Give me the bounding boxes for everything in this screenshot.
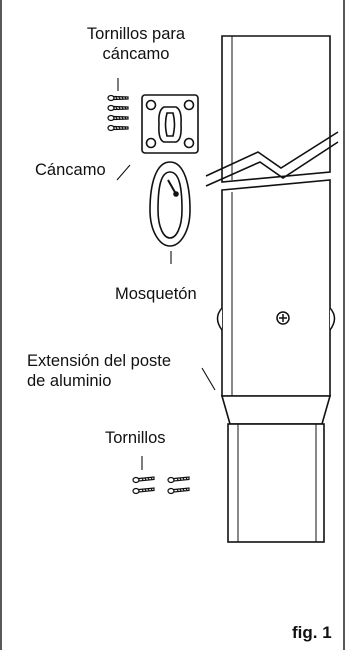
screws-label: Tornillos [105,429,166,447]
eyebolt-plate-icon [141,94,199,154]
pole-extension-label-line2: de aluminio [27,372,112,390]
eyebolt-screws-label-line1: Tornillos para [86,25,186,43]
pole-extension-label: Extensión del poste de aluminio [27,351,171,391]
pole-screw-icon [276,311,290,325]
break-line [205,131,339,187]
leader-lines [116,78,216,470]
eyebolt-screws-icon [107,94,129,132]
figure-label: fig. 1 [292,623,332,642]
aluminum-pole [221,35,331,397]
eyebolt-screws-label: Tornillos para cáncamo [62,24,210,64]
pole-extension-label-line1: Extensión del poste [27,352,172,370]
pole-side-clips [216,307,336,331]
screws-icon [132,476,190,495]
eyebolt-screws-label-line2: cáncamo [102,45,170,63]
carabiner-icon [149,161,191,247]
carabiner-label: Mosquetón [115,285,197,303]
aluminum-pole-extension [220,395,332,543]
eyebolt-label: Cáncamo [35,161,106,179]
